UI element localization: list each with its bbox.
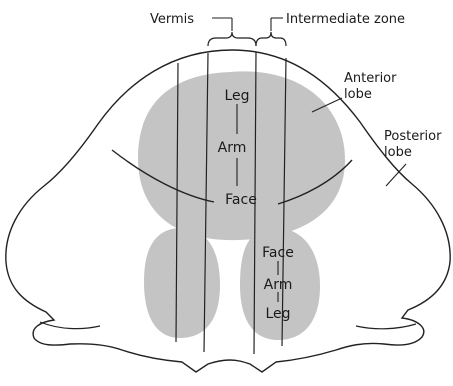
anterior-face-label: Face [225,192,257,208]
vermis-brace [208,32,256,46]
vermis-label: Vermis [150,12,194,27]
anterior-leg-label: Leg [224,88,249,104]
posterior-left-map [144,228,220,338]
posterior-lobe-line-1: Posterior [384,129,442,144]
posterior-lobe-line-2: lobe [384,145,412,160]
intermediate-zone-brace [256,32,286,46]
anterior-lobe-line-2: lobe [344,87,372,102]
posterior-lobe-label: Posterior lobe [384,129,446,160]
posterior-arm-label: Arm [264,277,293,293]
right-flocculus-line [356,324,416,329]
anterior-arm-label: Arm [218,140,247,156]
left-flocculus-line [40,322,100,329]
posterior-leg-label: Leg [265,306,290,322]
anterior-lobe-label: Anterior lobe [344,71,401,102]
intermediate-zone-label: Intermediate zone [286,12,405,27]
posterior-face-label: Face [262,245,294,261]
anterior-lobe-line-1: Anterior [344,71,397,86]
